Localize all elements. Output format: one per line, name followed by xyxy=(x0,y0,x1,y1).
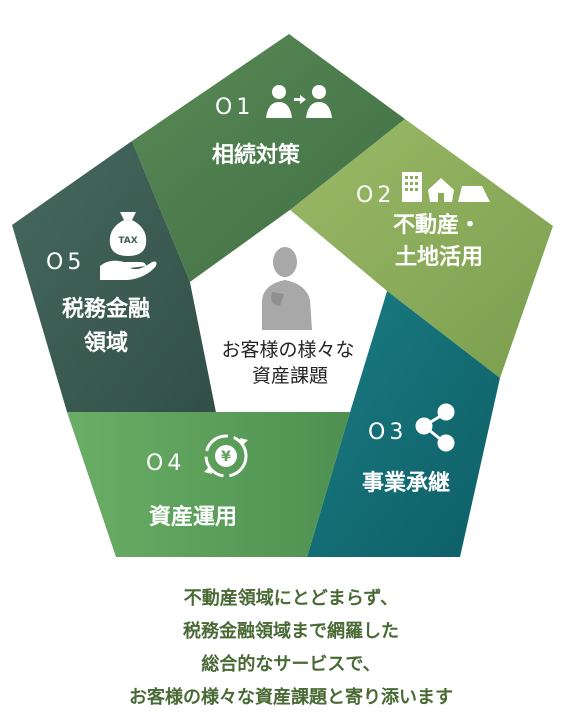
tax-bag-hand-icon: TAX xyxy=(100,212,157,280)
tax-label: TAX xyxy=(118,236,137,246)
segment-3-title: 事業承継 xyxy=(362,470,450,496)
segment-1-shape xyxy=(132,34,405,282)
yen-cycle-icon: ¥ xyxy=(204,434,248,478)
segment-5-title-line2: 領域 xyxy=(84,330,128,356)
segment-3-number: O3 xyxy=(368,420,407,445)
svg-text:¥: ¥ xyxy=(221,449,231,465)
segment-4-shape xyxy=(67,412,350,557)
segment-5-number: O5 xyxy=(46,250,85,275)
segment-4-number: O4 xyxy=(146,451,185,476)
segment-4-title: 資産運用 xyxy=(149,504,237,530)
segment-2-shape xyxy=(290,119,553,378)
center-text-line2: 資産課題 xyxy=(252,365,328,387)
segment-5-title-line1: 税務金融 xyxy=(62,296,150,322)
buildings-house-icon xyxy=(402,172,490,202)
caption-line-3: 総合的なサービスで、 xyxy=(201,654,381,675)
caption-line-1: 不動産領域にとどまらず、 xyxy=(183,588,399,609)
segment-1-number: O1 xyxy=(215,95,254,120)
businessman-icon xyxy=(262,247,312,330)
segment-2-title-line2: 土地活用 xyxy=(395,245,483,270)
share-icon xyxy=(415,403,455,452)
center-text-line1: お客様の様々な xyxy=(221,339,354,361)
segment-2-title-line1: 不動産・ xyxy=(393,212,481,238)
segment-3-shape xyxy=(307,291,500,557)
caption-line-4: お客様の様々な資産課題と寄り添います xyxy=(129,687,453,708)
people-transfer-icon xyxy=(266,85,332,118)
segment-2-number: O2 xyxy=(356,183,395,208)
segment-1-title: 相続対策 xyxy=(212,142,301,168)
caption-line-2: 税務金融領域まで網羅した xyxy=(183,621,399,642)
